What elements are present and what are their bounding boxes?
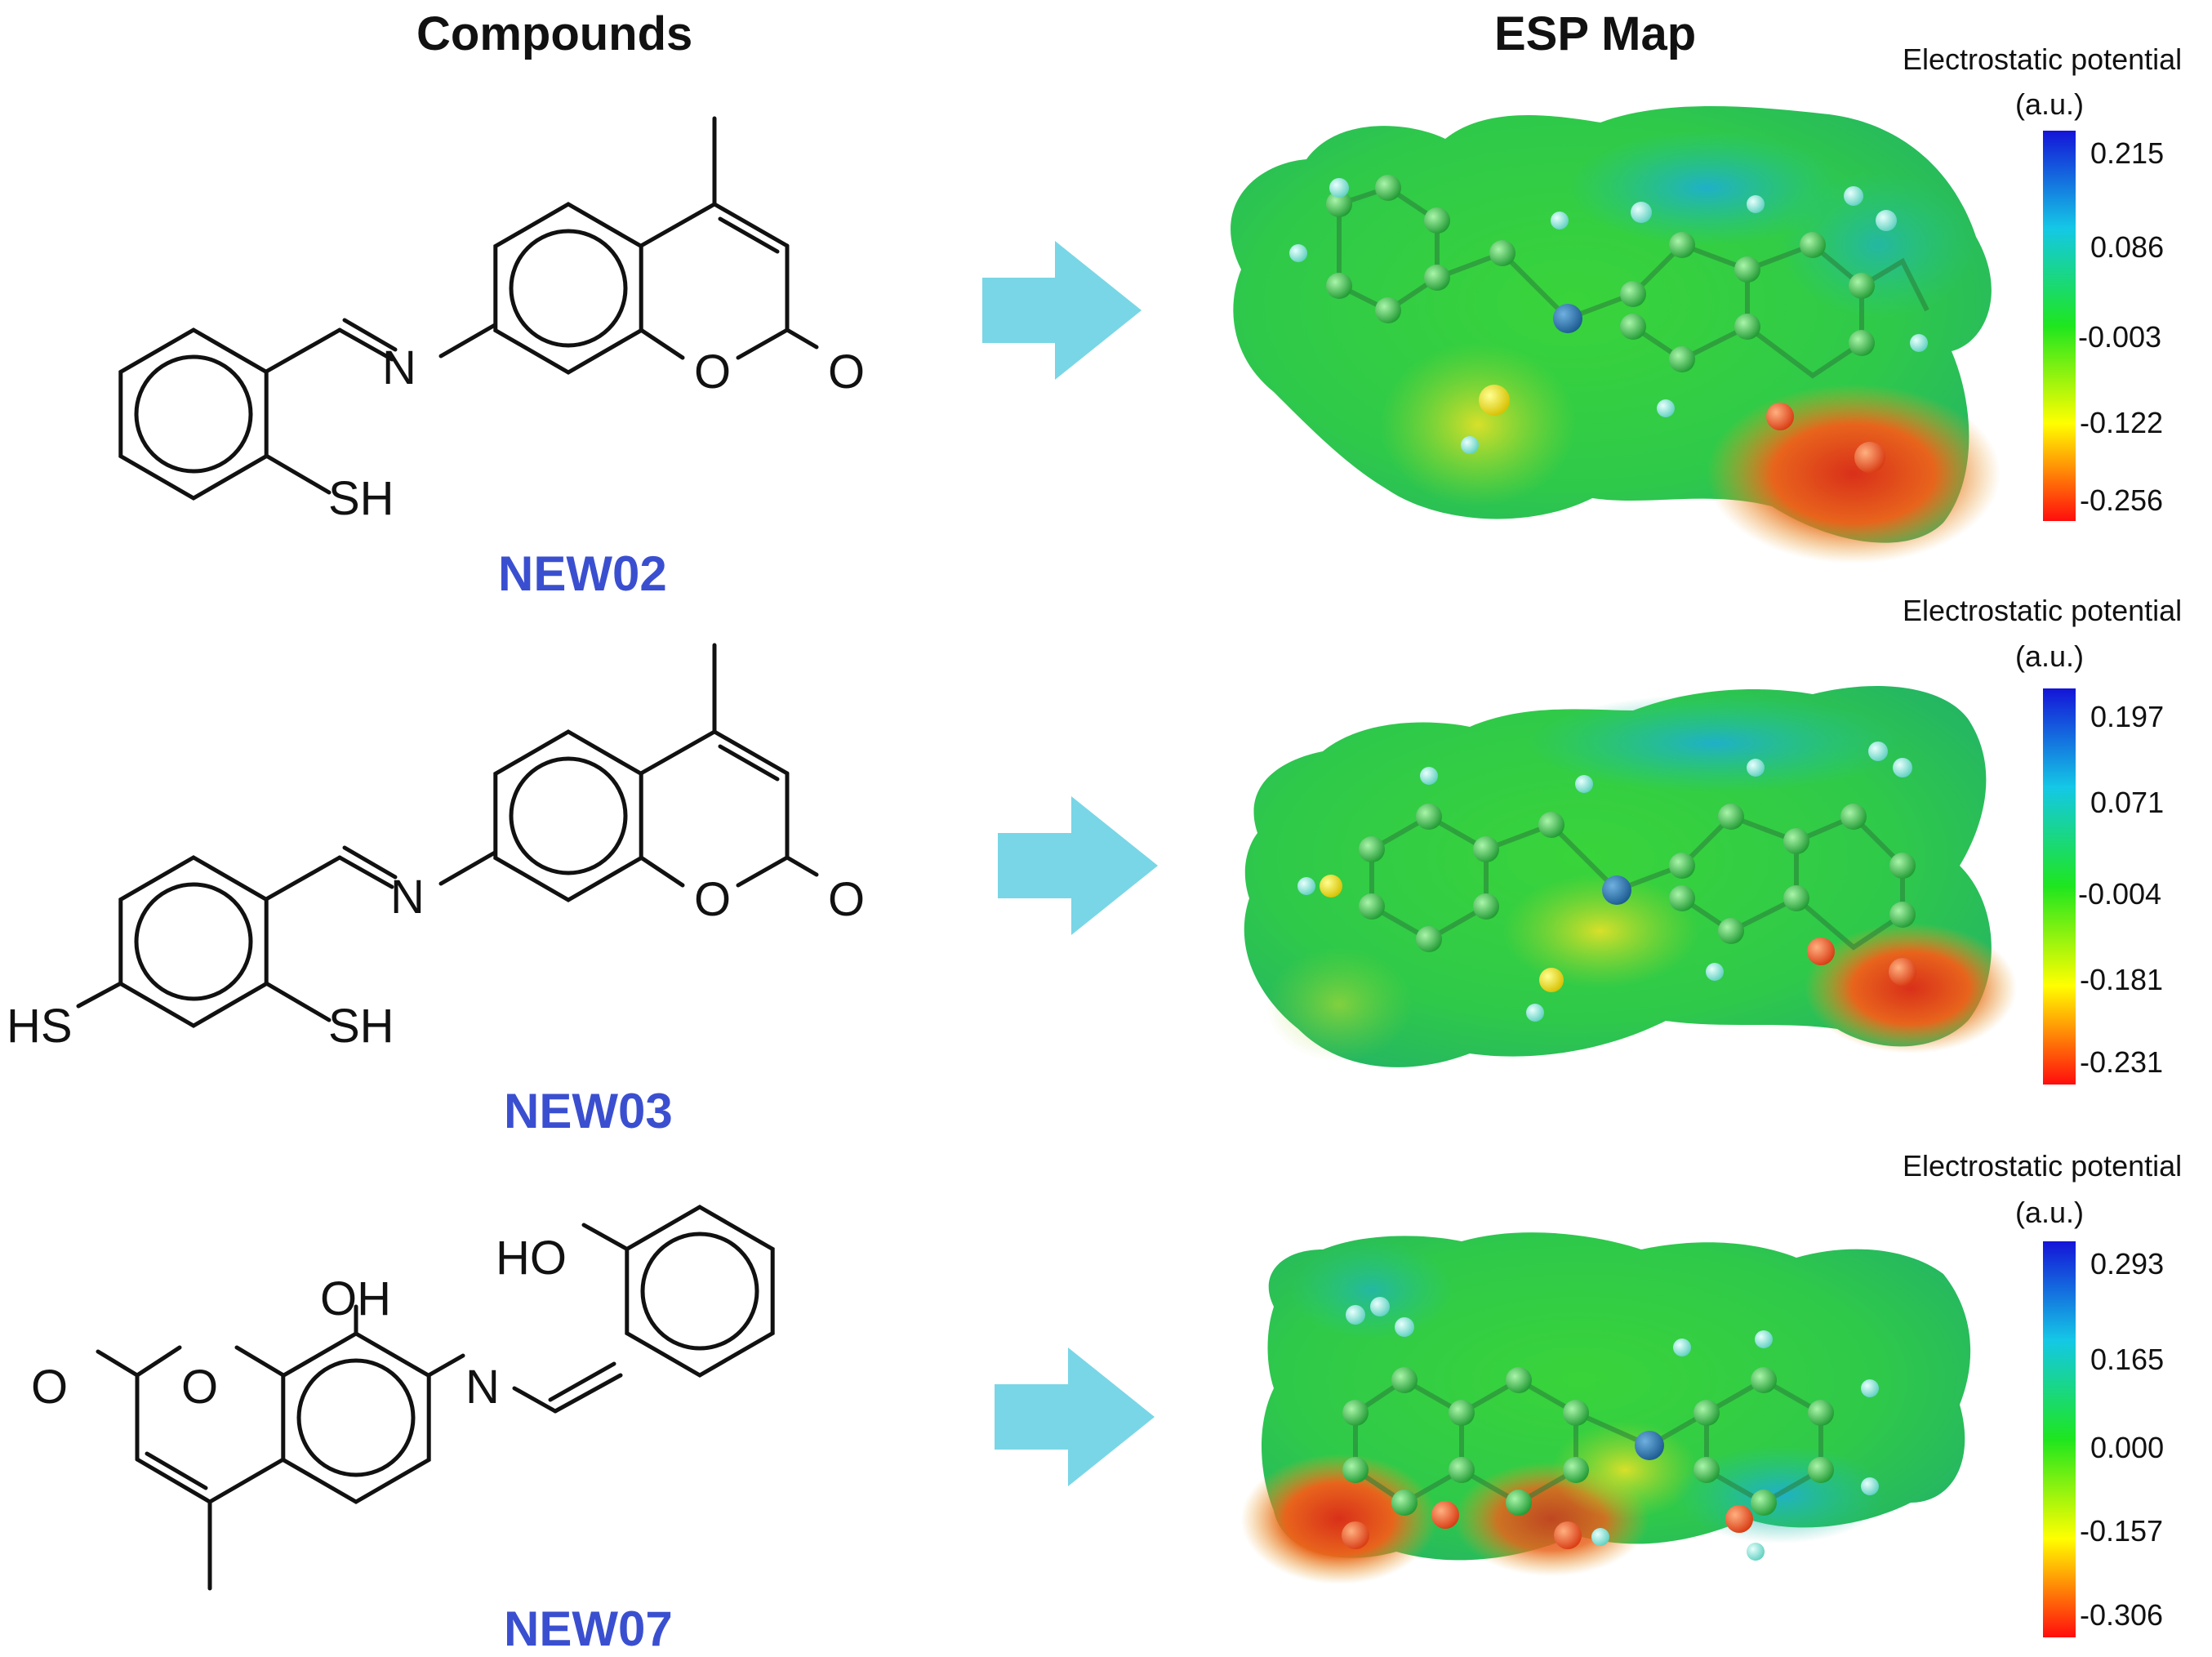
label-sh-new02: SH — [328, 472, 394, 525]
colorbar-3-unit: (a.u.) — [2015, 1196, 2084, 1229]
colorbar-1-tick: 0.086 — [2090, 230, 2164, 264]
label-oh-new07: OH — [320, 1272, 391, 1325]
colorbar-3: Electrostatic potential (a.u.) 0.293 0.1… — [1903, 1149, 2182, 1637]
esp-map-new07 — [1241, 1232, 1971, 1584]
esp-map-new02 — [1231, 106, 2001, 563]
compound-name-new07: NEW07 — [504, 1601, 673, 1656]
arrow-right-1 — [982, 241, 1142, 380]
colorbar-3-tick: 0.000 — [2090, 1431, 2164, 1464]
colorbar-2-tick: -0.231 — [2080, 1045, 2163, 1079]
label-hs-new03: HS — [7, 1000, 73, 1053]
label-ho-new07: HO — [496, 1232, 567, 1285]
structure-new02 — [118, 116, 819, 501]
colorbar-1-tick: -0.122 — [2080, 406, 2163, 439]
colorbar-2-title: Electrostatic potential — [1903, 594, 2182, 627]
arrow-right-3 — [995, 1347, 1155, 1486]
label-o-carbonyl-new02: O — [828, 345, 865, 399]
label-o-ring-new02: O — [694, 345, 731, 399]
label-n-new03: N — [390, 871, 425, 924]
esp-map-header: ESP Map — [1494, 7, 1697, 60]
label-sh-new03: SH — [328, 1000, 394, 1053]
colorbar-2-tick: 0.071 — [2090, 786, 2164, 819]
colorbar-3-title: Electrostatic potential — [1903, 1149, 2182, 1183]
label-o-ring-new07: O — [181, 1361, 218, 1414]
colorbar-1-tick: -0.256 — [2080, 483, 2163, 517]
structure-new03 — [76, 643, 819, 1028]
label-o-ring-new03: O — [694, 873, 731, 926]
label-o-carbonyl-new03: O — [828, 873, 865, 926]
colorbar-3-tick: 0.293 — [2090, 1247, 2164, 1281]
colorbar-2-unit: (a.u.) — [2015, 639, 2084, 673]
label-o-carbonyl-new07: O — [31, 1361, 68, 1414]
esp-map-new03 — [1244, 686, 2017, 1067]
compound-name-new03: NEW03 — [504, 1084, 673, 1138]
colorbar-1-tick: -0.003 — [2078, 320, 2161, 354]
colorbar-2-tick: -0.181 — [2080, 963, 2163, 996]
colorbar-1-title: Electrostatic potential — [1903, 42, 2182, 76]
colorbar-1-unit: (a.u.) — [2015, 87, 2084, 121]
structure-new07 — [96, 1205, 775, 1591]
label-n-new07: N — [465, 1361, 500, 1414]
colorbar-2-tick: -0.004 — [2078, 877, 2161, 911]
colorbar-2: Electrostatic potential (a.u.) 0.197 0.0… — [1903, 594, 2182, 1085]
compound-name-new02: NEW02 — [498, 546, 667, 601]
colorbar-2-tick: 0.197 — [2090, 700, 2164, 733]
colorbar-1: Electrostatic potential (a.u.) 0.215 0.0… — [1903, 42, 2182, 521]
arrow-right-2 — [998, 796, 1158, 935]
colorbar-3-tick: 0.165 — [2090, 1343, 2164, 1376]
compounds-header: Compounds — [416, 7, 693, 60]
colorbar-3-tick: -0.306 — [2080, 1598, 2163, 1632]
colorbar-1-tick: 0.215 — [2090, 136, 2164, 170]
label-n-new02: N — [382, 341, 416, 394]
colorbar-3-tick: -0.157 — [2080, 1514, 2163, 1548]
